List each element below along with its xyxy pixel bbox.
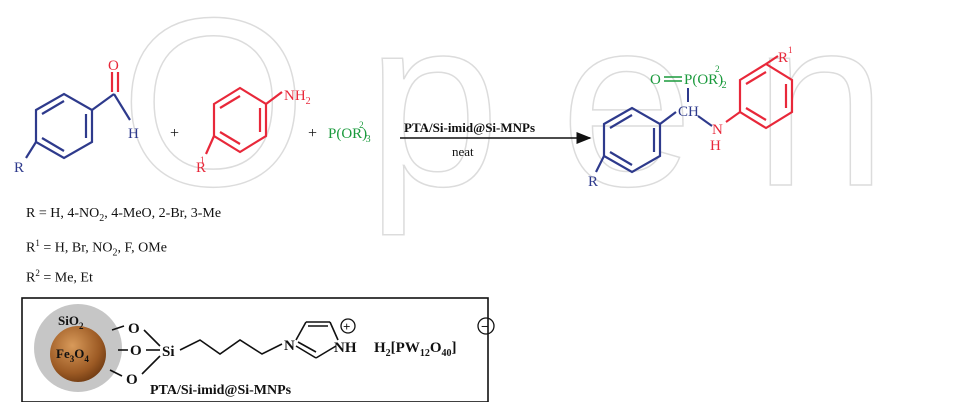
siloxy-oxygen-1: O — [128, 321, 140, 337]
anion-label: H2[PW12O40] — [374, 340, 457, 359]
r1-substituent-list: R1 = H, Br, NO2, F, OMe — [26, 238, 167, 259]
catalyst-name-label: PTA/Si-imid@Si-MNPs — [150, 383, 292, 398]
product-ch-label: CH — [678, 104, 699, 120]
watermark-logo: Open — [119, 0, 947, 237]
positive-charge-symbol: + — [343, 319, 350, 334]
aldehyde-oxygen-label: O — [108, 58, 119, 74]
product-n-label: N — [712, 122, 723, 138]
aldehyde-hydrogen-label: H — [128, 126, 139, 142]
core-label: Fe3O4 — [56, 346, 89, 364]
catalyst-structure-box — [21, 297, 489, 402]
arrow-catalyst-label: PTA/Si-imid@Si-MNPs — [404, 120, 535, 135]
propyl-chain — [179, 339, 283, 355]
negative-charge-symbol: − — [481, 320, 489, 335]
product-phosphonate-oxygen: O — [650, 72, 661, 88]
product-phosphonate-label: P(OR)22 — [684, 64, 727, 91]
product-phenyl-ring — [595, 106, 677, 174]
product-ch-n-bond — [697, 115, 713, 127]
plus-sign-2: + — [308, 125, 317, 142]
product-r-label: R — [588, 174, 598, 190]
positive-charge-icon — [340, 318, 356, 334]
plus-sign-1: + — [170, 125, 179, 142]
silicon-label: Si — [162, 344, 175, 360]
aniline-r1-label: R1 — [196, 155, 206, 176]
aniline-nh2-label: NH2 — [284, 88, 311, 107]
product-nh-hydrogen-label: H — [710, 138, 721, 154]
imidazole-nh-label: NH — [334, 340, 357, 356]
r-substituent-list: R = H, 4-NO2, 4-MeO, 2-Br, 3-Me — [26, 206, 222, 224]
silane-linkages — [109, 325, 161, 377]
aldehyde-r-label: R — [14, 160, 24, 176]
siloxy-oxygen-2: O — [130, 343, 142, 359]
arrow-condition-label: neat — [452, 144, 474, 159]
negative-charge-icon — [477, 317, 495, 335]
imidazolium-ring — [295, 321, 339, 359]
r2-substituent-list: R2 = Me, Et — [26, 268, 93, 286]
fe3o4-core — [50, 326, 106, 382]
product-aryl-ring — [738, 55, 794, 130]
imidazole-n-label: N — [284, 338, 295, 354]
shell-label: SiO2 — [58, 313, 84, 331]
siloxy-oxygen-3: O — [126, 372, 138, 388]
aniline-molecule — [204, 86, 283, 155]
benzaldehyde-molecule — [25, 72, 131, 160]
watermark-text: Open — [120, 0, 947, 236]
phosphite-label: P(OR)23 — [328, 120, 371, 145]
product-r1-label: R1 — [778, 45, 793, 66]
